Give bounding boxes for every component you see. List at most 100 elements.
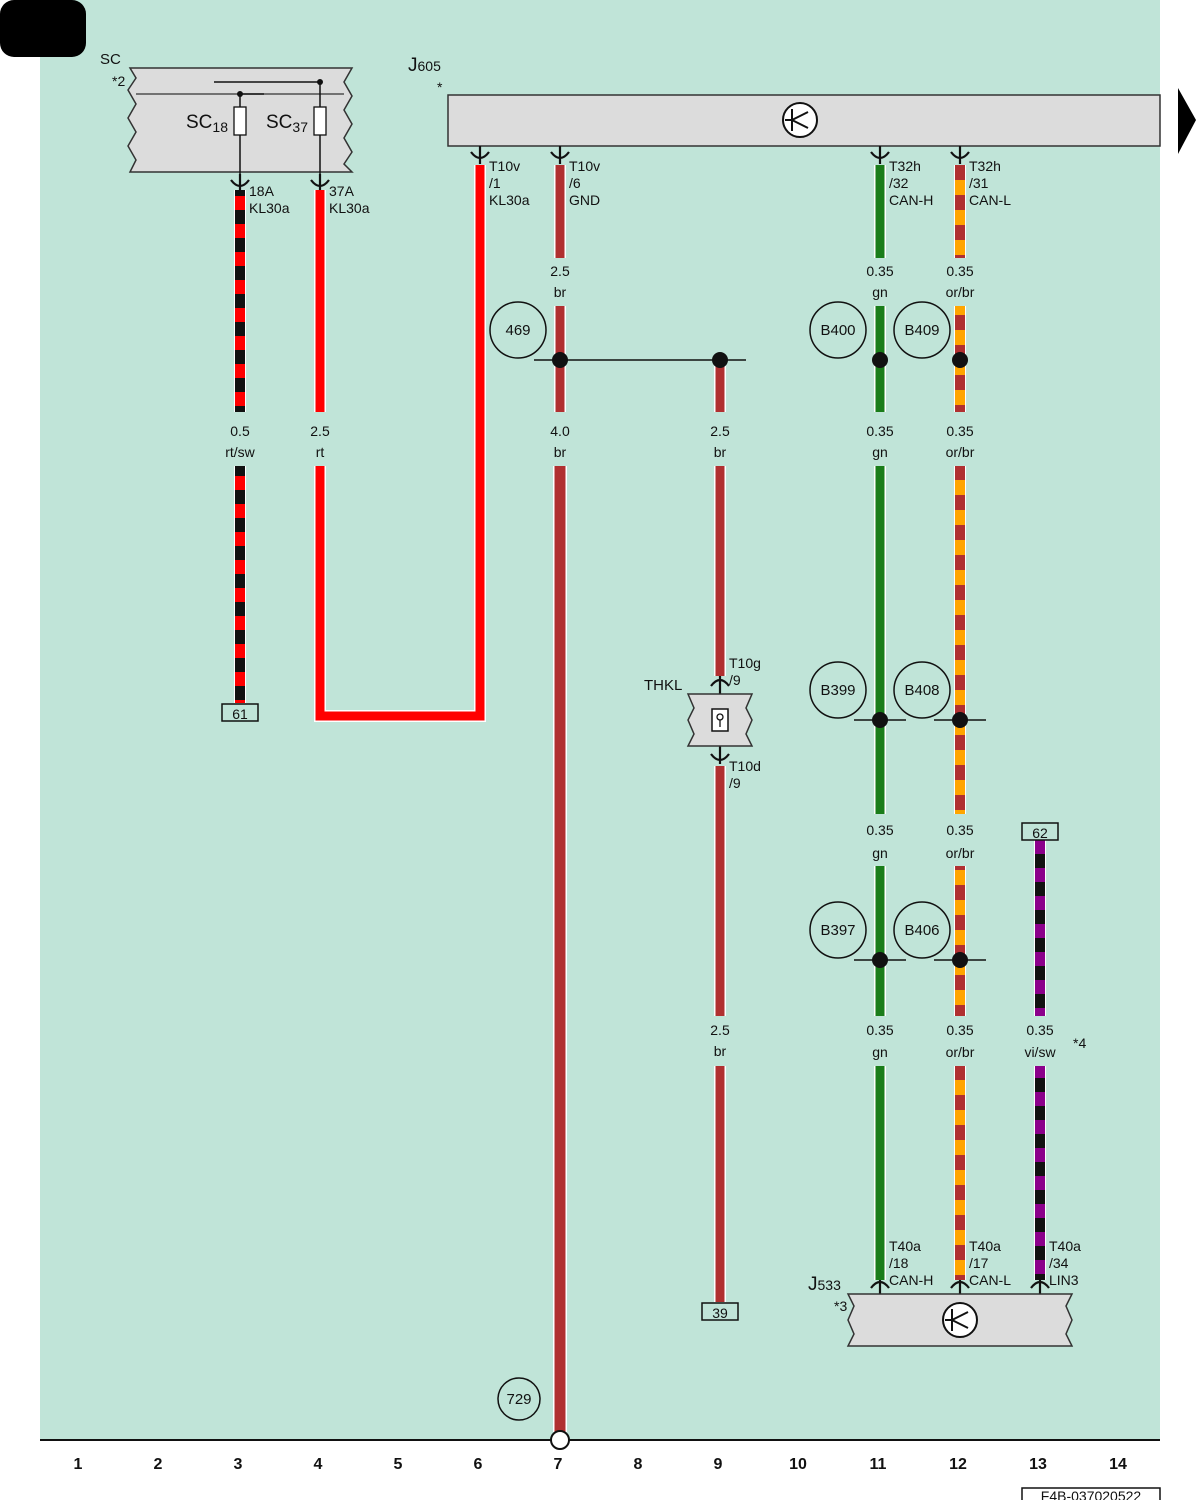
fuse-box-note: *2 (112, 73, 125, 89)
transistor-symbol-icon (942, 1302, 978, 1338)
wire-label-c3-color: rt/sw (225, 444, 255, 460)
wire-label-c11-4-size: 0.35 (866, 1022, 893, 1038)
ground-point-c7 (550, 1430, 570, 1450)
column-number: 5 (394, 1456, 403, 1473)
column-number: 11 (870, 1456, 887, 1473)
fuse-sc37-symbol (313, 106, 327, 136)
wire-c4-c6-rt-loop (314, 165, 486, 722)
pin-connector-symbols (230, 146, 1050, 1296)
thkl-top-pin-line1: T10g (729, 655, 761, 671)
connection-b406: B406 (904, 922, 939, 939)
wire-label-c9-bottom-size: 2.5 (710, 1022, 730, 1038)
connection-b408: B408 (904, 682, 939, 699)
thkl-label: THKL (644, 677, 682, 694)
ref-box-39 (701, 1302, 739, 1321)
connection-circles (489, 301, 951, 1421)
wire-label-c7-bottom-size: 4.0 (550, 423, 570, 439)
j605-label: J605 (408, 55, 441, 76)
fuse-box-sc (127, 67, 354, 180)
column-number: 10 (789, 1456, 807, 1473)
wire-label-c12-3-size: 0.35 (946, 822, 973, 838)
page-tab-marker (0, 0, 86, 57)
wire-label-c9-top-color: br (714, 444, 727, 460)
wire-label-c12-2-size: 0.35 (946, 423, 973, 439)
wire-label-c7-top-color: br (554, 284, 567, 300)
column-number: 7 (554, 1456, 563, 1473)
column-number: 9 (714, 1456, 723, 1473)
column-number: 2 (154, 1456, 163, 1473)
connection-b409: B409 (904, 322, 939, 339)
ref-39-label: 39 (712, 1305, 728, 1321)
column-number: 1 (74, 1456, 83, 1473)
ref-62-label: 62 (1032, 825, 1048, 841)
column-number: 4 (314, 1456, 323, 1473)
wire-label-c12-4-color: or/br (946, 1044, 975, 1060)
thkl-bottom-pin-line1: T10d (729, 758, 761, 774)
connection-469: 469 (505, 322, 530, 339)
thkl-bottom-pin-line2: /9 (729, 775, 741, 791)
fuse-sc37-label: SC37 (266, 112, 308, 135)
thkl-top-pin-line2: /9 (729, 672, 741, 688)
wire-label-c12-2-color: or/br (946, 444, 975, 460)
j605-note: * (437, 79, 443, 95)
wire-label-c13-size: 0.35 (1026, 1022, 1053, 1038)
wire-label-c11-3-color: gn (872, 845, 888, 861)
plug-connector-icon (711, 708, 729, 732)
wire-label-c7-bottom-color: br (554, 444, 567, 460)
wire-label-c11-3-size: 0.35 (866, 822, 893, 838)
ref-box-62 (1021, 822, 1059, 841)
wire-label-c12-1-size: 0.35 (946, 263, 973, 279)
diagram-code: F4B-037020522 (1041, 1488, 1142, 1500)
column-number: 14 (1109, 1456, 1127, 1473)
connector-thkl (686, 693, 754, 747)
wire-labels: 0.5 rt/sw 2.5 rt 2.5 br 4.0 br 2.5 br 2.… (225, 263, 1056, 1060)
wire-label-c12-1-color: or/br (946, 284, 975, 300)
wire-label-c11-2-color: gn (872, 444, 888, 460)
wire-label-c11-4-color: gn (872, 1044, 888, 1060)
column-number: 12 (949, 1456, 967, 1473)
wire-label-c11-1-size: 0.35 (866, 263, 893, 279)
wire-label-c9-top-size: 2.5 (710, 423, 730, 439)
column-number: 13 (1029, 1456, 1047, 1473)
column-number: 6 (474, 1456, 483, 1473)
wire-c13-note: *4 (1073, 1035, 1086, 1051)
wire-label-c13-color: vi/sw (1024, 1044, 1056, 1060)
wire-label-c4-color: rt (316, 444, 325, 460)
column-number: 3 (234, 1456, 243, 1473)
wire-label-c4-size: 2.5 (310, 423, 330, 439)
ref-61-label: 61 (232, 706, 248, 722)
wire-label-c3-size: 0.5 (230, 423, 250, 439)
connection-729: 729 (506, 1391, 531, 1408)
wire-c13-vi-sw (1034, 840, 1046, 1280)
fuse-sc18-label: SC18 (186, 112, 228, 135)
fuse-sc18-symbol (233, 106, 247, 136)
j533-label: J533 (808, 1274, 841, 1295)
j533-note: *3 (834, 1298, 847, 1314)
continue-right-arrow-icon (1178, 88, 1196, 154)
wire-label-c7-top-size: 2.5 (550, 263, 570, 279)
diagram-code-box (1021, 1487, 1161, 1500)
splice-dots (552, 352, 968, 968)
wire-c3-rt-sw (234, 190, 246, 703)
ref-box-61 (221, 703, 259, 722)
wire-label-c12-4-size: 0.35 (946, 1022, 973, 1038)
connection-b397: B397 (820, 922, 855, 939)
connection-b400: B400 (820, 322, 855, 339)
diagram-background (40, 0, 1160, 1440)
column-number: 8 (634, 1456, 643, 1473)
wire-label-c11-2-size: 0.35 (866, 423, 893, 439)
fuse-box-label: SC (100, 51, 121, 68)
transistor-symbol-icon (782, 102, 818, 138)
wire-label-c12-3-color: or/br (946, 845, 975, 861)
